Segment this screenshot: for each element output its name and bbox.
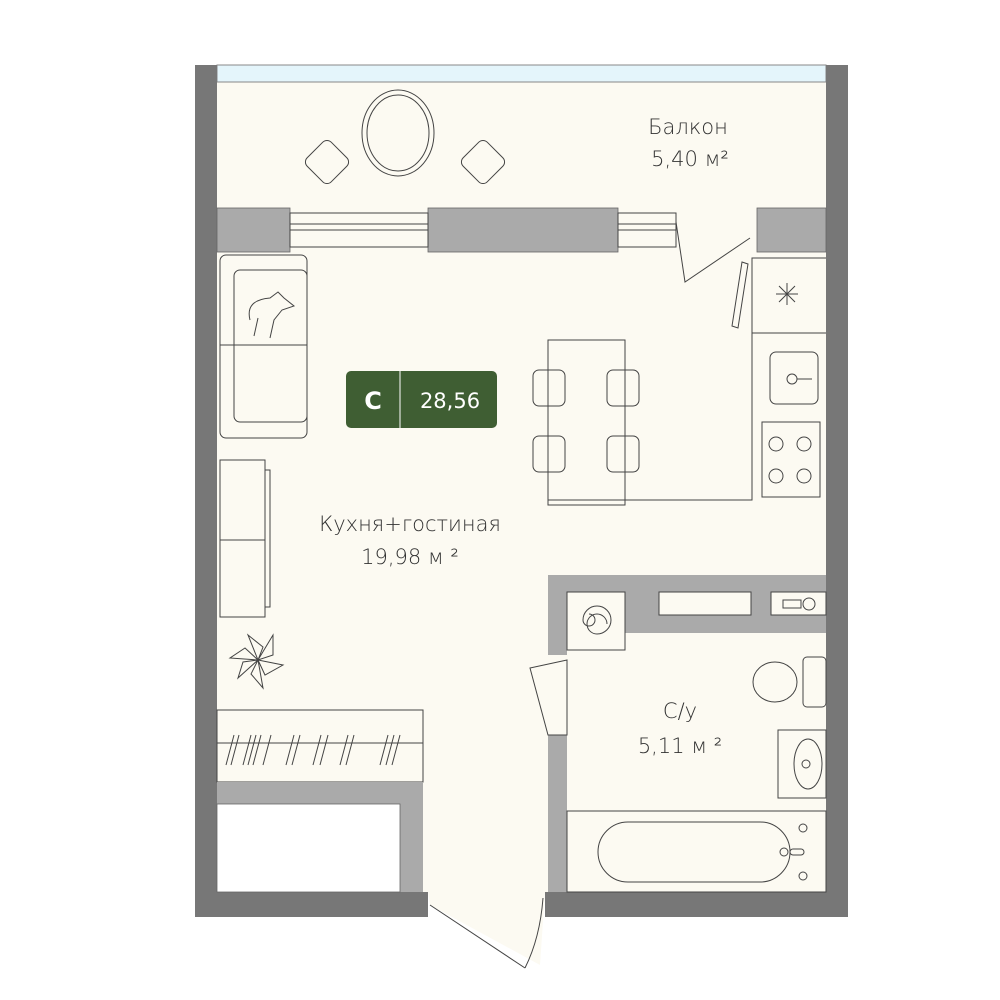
bathroom-wall	[548, 575, 567, 655]
outer-wall-right	[826, 65, 848, 917]
balcony-wall-segment	[756, 207, 827, 253]
bathroom-fixtures	[529, 591, 827, 893]
kitchen-living-name: Кухня+гостиная	[319, 512, 501, 536]
balcony-area: 5,40 м²	[651, 147, 729, 171]
outer-wall-bottom-right	[545, 892, 848, 917]
balcony-name: Балкон	[648, 115, 728, 139]
kitchen-counter	[548, 257, 826, 501]
bathroom-wall	[548, 735, 567, 892]
apartment-type-badge: С 28,56	[346, 371, 497, 428]
storage-room	[216, 803, 401, 893]
sofa-icon	[219, 254, 308, 439]
bathroom-name: С/у	[663, 699, 697, 723]
tv-stand-icon	[219, 459, 271, 618]
outer-wall-left	[195, 65, 217, 917]
bathroom-area: 5,11 м ²	[638, 734, 722, 758]
balcony-glazing	[216, 64, 827, 83]
balcony-window	[289, 212, 677, 248]
round-table-icon	[361, 89, 435, 177]
balcony-door	[675, 221, 751, 283]
floor-area	[217, 65, 826, 892]
badge-type: С	[364, 387, 382, 415]
balcony-wall-segment	[216, 207, 291, 253]
entrance-door	[429, 897, 544, 969]
plant-icon	[228, 633, 285, 690]
outer-wall-bottom-left	[195, 892, 428, 917]
storage-wall	[400, 804, 423, 892]
badge-total-area: 28,56	[420, 389, 480, 413]
balcony-wall-segment	[427, 207, 619, 253]
entrance-floor	[428, 892, 545, 965]
kitchen-living-area: 19,98 м ²	[361, 545, 459, 569]
armchair-icon	[304, 139, 506, 185]
dining-table-icon	[532, 339, 640, 506]
storage-wall	[217, 782, 423, 804]
